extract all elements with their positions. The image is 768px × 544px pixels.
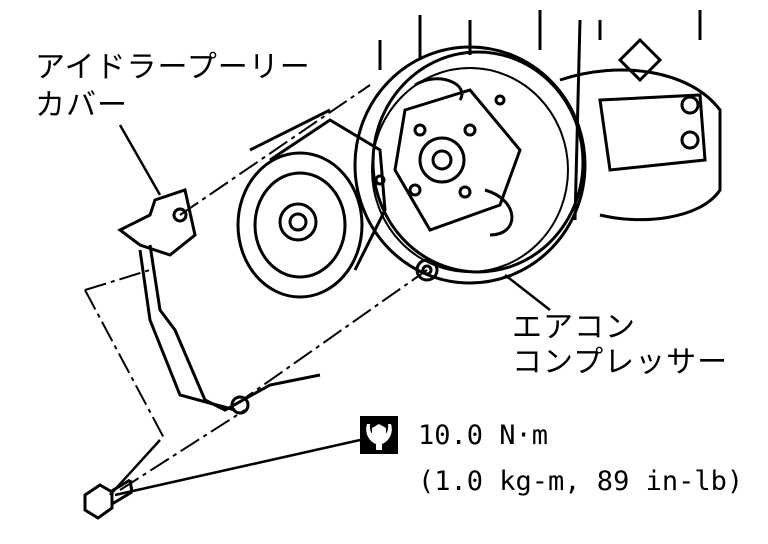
ac-compressor-label-line1: エアコン: [512, 310, 636, 345]
idler-pulley-cover-label-line1: アイドラープーリー: [35, 50, 311, 85]
idler-pulley-cover-label-line2: カバー: [35, 88, 128, 123]
compressor-body: [378, 10, 722, 222]
torque-metric: 10.0 N·m: [418, 420, 549, 451]
idler-pulley-cover: [117, 188, 439, 415]
torque-imperial: (1.0 kg-m, 89 in-lb): [418, 466, 744, 497]
compressor-pulley: [353, 45, 587, 285]
ac-compressor-label-line2: コンプレッサー: [512, 345, 729, 380]
leader-lines: [109, 124, 551, 497]
idler-pulley: [236, 108, 387, 299]
torque-wrench-icon: [360, 416, 398, 454]
guide-lines: [84, 84, 428, 491]
